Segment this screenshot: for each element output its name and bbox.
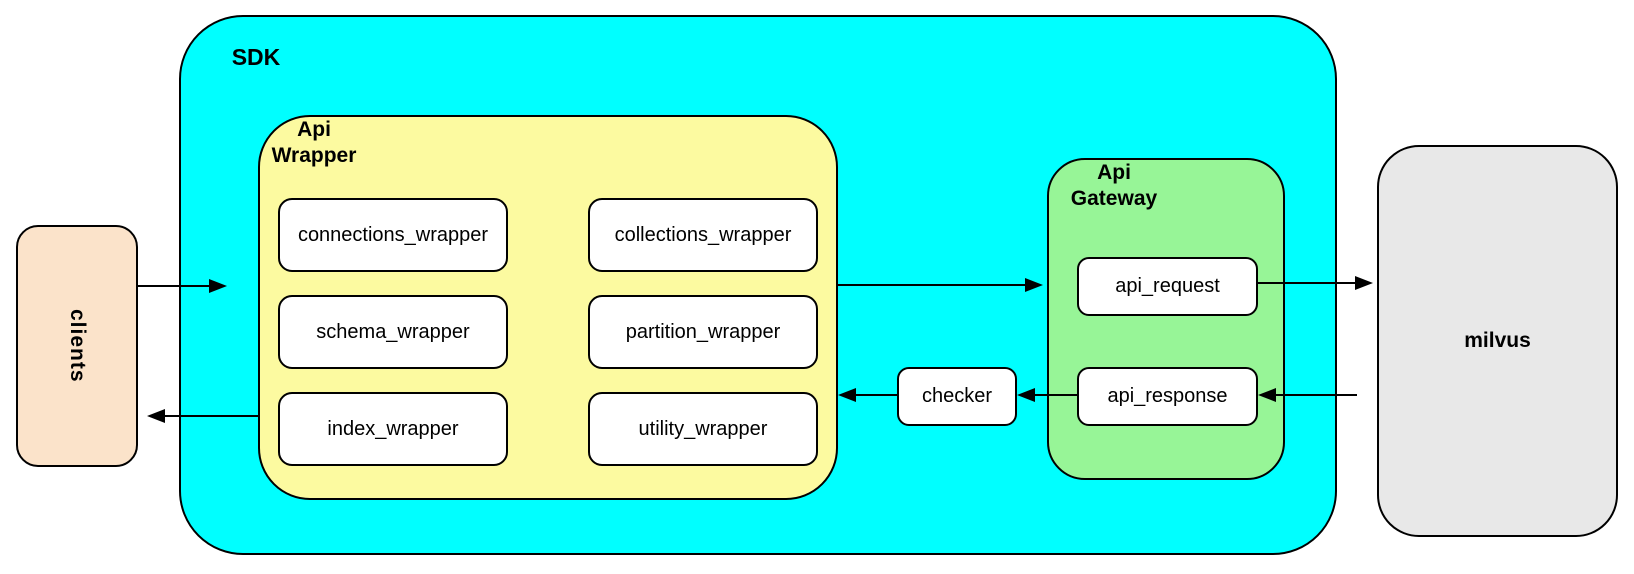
api-wrapper-label: Api Wrapper — [271, 118, 357, 167]
api-response-box: api_response — [1077, 367, 1258, 426]
wrapper-box-collections: collections_wrapper — [588, 198, 818, 272]
wrapper-box-connections: connections_wrapper — [278, 198, 508, 272]
checker-box: checker — [897, 367, 1017, 426]
clients-label: clients — [66, 309, 89, 383]
api-request-box: api_request — [1077, 257, 1258, 316]
milvus-node — [1377, 145, 1618, 537]
api-gateway-container — [1047, 158, 1285, 480]
wrapper-box-schema: schema_wrapper — [278, 295, 508, 369]
sdk-label: SDK — [231, 44, 281, 70]
clients-node — [16, 225, 138, 467]
wrapper-box-index: index_wrapper — [278, 392, 508, 466]
wrapper-box-utility: utility_wrapper — [588, 392, 818, 466]
wrapper-box-partition: partition_wrapper — [588, 295, 818, 369]
milvus-label: milvus — [1464, 329, 1531, 352]
api-gateway-label: Api Gateway — [1070, 161, 1158, 210]
